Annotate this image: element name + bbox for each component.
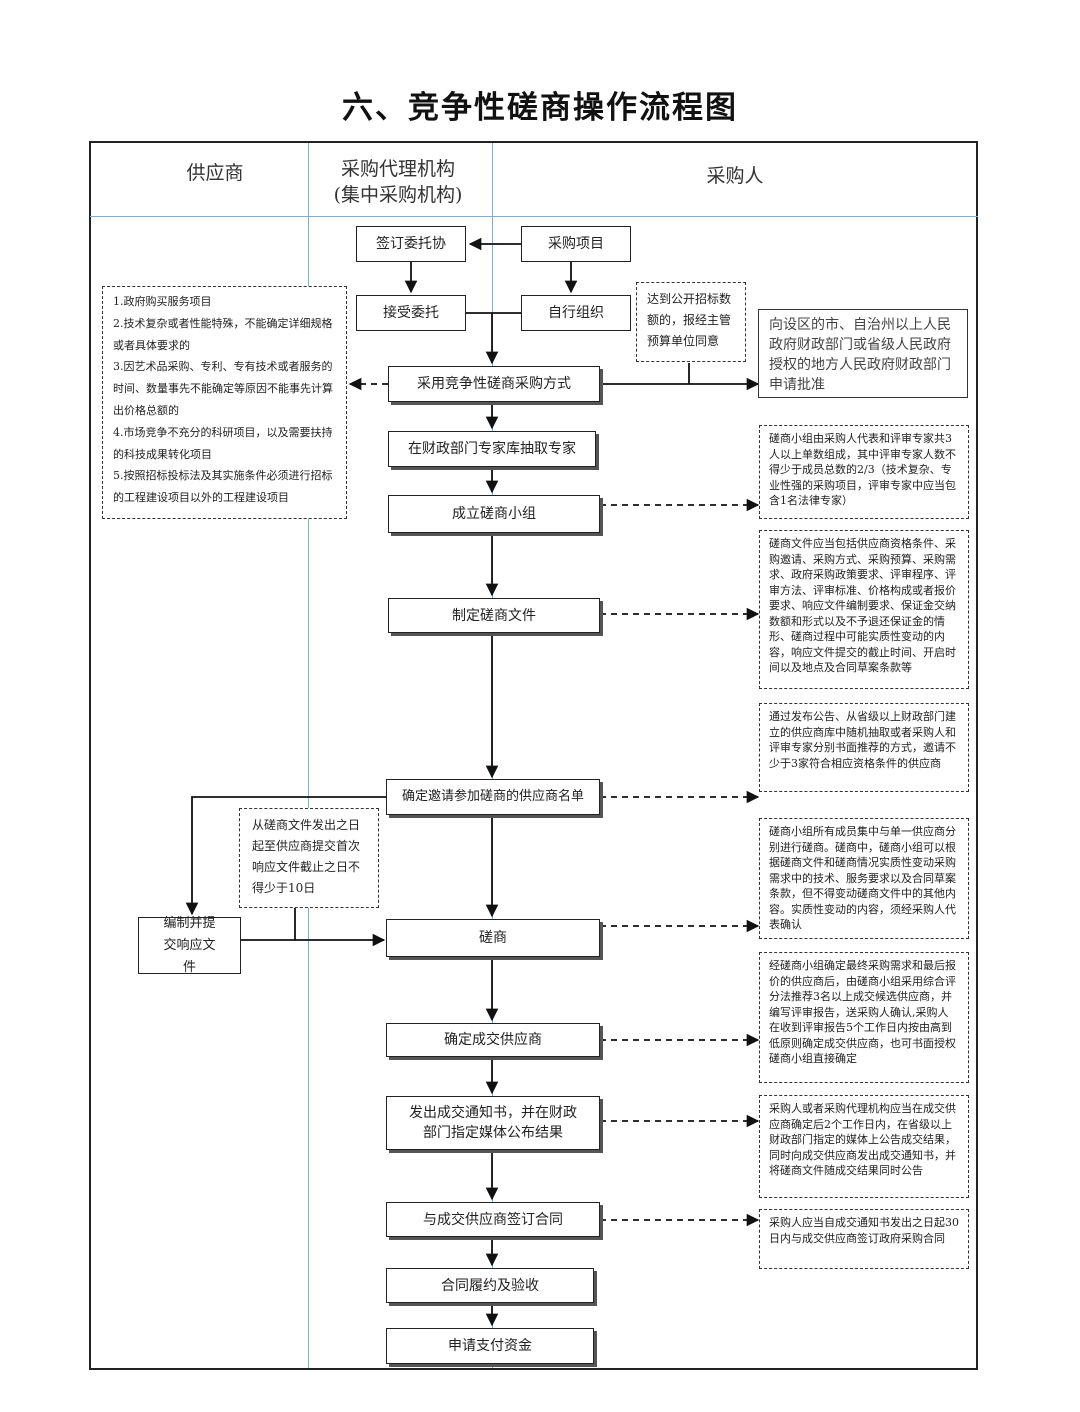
step-extract-experts: 在财政部门专家库抽取专家 (388, 431, 596, 467)
applicable-item-2: 2.技术复杂或者性能特殊，不能确定详细规格或者具体要求的 (113, 316, 333, 352)
applicable-item-3: 3.因艺术品采购、专利、专有技术或者服务的时间、数量事先不能确定等原因不能事先计… (113, 360, 333, 417)
step-sign-contract: 与成交供应商签订合同 (386, 1202, 600, 1237)
applicable-item-4: 4.市场竞争不充分的科研项目，以及需要扶持的科技成果转化项目 (113, 425, 333, 461)
note-gov-approval: 向设区的市、自治州以上人民政府财政部门或省级人民政府授权的地方人民政府财政部门申… (758, 309, 968, 398)
step-compile-submit: 编制并提交响应文件 (138, 916, 241, 975)
step-negotiation: 磋商 (386, 919, 600, 957)
page-title: 六、竞争性磋商操作流程图 (342, 90, 738, 126)
note-winner-rules: 经磋商小组确定最终采购需求和最后报价的供应商后，由磋商小组采用综合评分法推荐3名… (759, 952, 969, 1083)
lane-header-agency: 采购代理机构 (集中采购机构) (318, 156, 478, 208)
note-notice-rules: 采购人或者采购代理机构应当在成交供应商确定后2个工作日内，在省级以上财政部门指定… (759, 1095, 969, 1198)
step-adopt-method: 采用竞争性磋商采购方式 (388, 366, 600, 402)
lane-header-agency-line1: 采购代理机构 (340, 158, 455, 180)
flowchart-frame (89, 141, 978, 1370)
note-public-bidding: 达到公开招标数额的，报经主管预算单位同意 (636, 282, 746, 362)
step-perform-accept: 合同履约及验收 (386, 1268, 594, 1303)
note-response-period: 从磋商文件发出之日起至供应商提交首次响应文件截止之日不得少于10日 (239, 808, 379, 908)
note-contract-rules: 采购人应当自成交通知书发出之日起30日内与成交供应商签订政府采购合同 (759, 1209, 969, 1269)
lane-header-supplier: 供应商 (186, 162, 244, 184)
step-determine-winner: 确定成交供应商 (386, 1023, 600, 1057)
applicable-item-5: 5.按照招标投标法及其实施条件必须进行招标的工程建设项目以外的工程建设项目 (113, 469, 333, 505)
note-doc-contents: 磋商文件应当包括供应商资格条件、采购邀请、采购方式、采购预算、采购需求、政府采购… (759, 530, 969, 689)
note-group-composition: 磋商小组由采购人代表和评审专家共3人以上单数组成，其中评审专家人数不得少于成员总… (759, 425, 969, 519)
step-self-organize: 自行组织 (521, 295, 631, 331)
step-accept-commission: 接受委托 (356, 295, 466, 331)
step-apply-payment: 申请支付资金 (386, 1328, 594, 1364)
step-prepare-docs: 制定磋商文件 (388, 598, 600, 633)
step-form-group: 成立磋商小组 (388, 495, 600, 533)
lane-divider-1 (308, 143, 309, 1368)
note-applicable-projects: 1.政府购买服务项目 2.技术复杂或者性能特殊，不能确定详细规格或者具体要求的 … (102, 286, 347, 519)
lane-header-agency-line2: (集中采购机构) (333, 184, 463, 206)
note-invite-method: 通过发布公告、从省级以上财政部门建立的供应商库中随机抽取或者采购人和评审专家分别… (759, 703, 969, 792)
step-purchase-project: 采购项目 (521, 226, 631, 262)
step-issue-notice: 发出成交通知书，并在财政部门指定媒体公布结果 (386, 1096, 600, 1150)
lane-header-purchaser: 采购人 (706, 165, 764, 187)
note-negotiation-rules: 磋商小组所有成员集中与单一供应商分别进行磋商。磋商中，磋商小组可以根据磋商文件和… (759, 818, 969, 939)
header-divider (90, 216, 978, 217)
applicable-item-1: 1.政府购买服务项目 (113, 295, 212, 308)
step-sign-agreement: 签订委托协 (356, 226, 466, 262)
step-confirm-list: 确定邀请参加磋商的供应商名单 (386, 779, 600, 815)
